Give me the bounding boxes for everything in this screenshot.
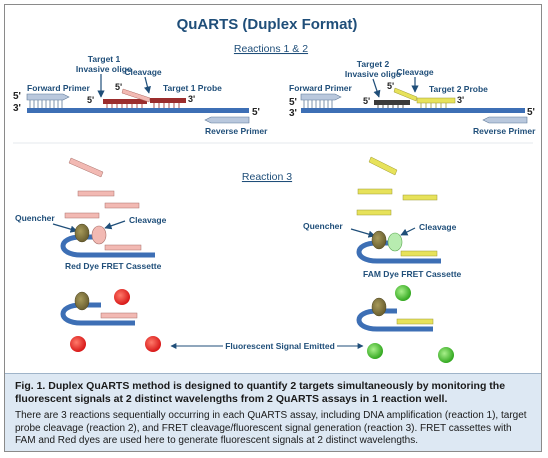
left-forward-primer-label: Forward Primer <box>27 83 91 93</box>
right-template-strand <box>301 108 525 113</box>
right-target-probe <box>416 97 456 104</box>
right-probe-five-prime: 5' <box>387 81 394 91</box>
caption-body: There are 3 reactions sequentially occur… <box>15 410 527 446</box>
left-template-strand <box>27 108 249 113</box>
right-cleaved-cassette <box>356 285 454 363</box>
right-reverse-primer-label: Reverse Primer <box>473 126 536 136</box>
figure-frame: QuARTS (Duplex Format) Reactions 1 & 2 5… <box>4 4 542 452</box>
right-fam-dye-quenched <box>387 232 403 252</box>
right-fret-cassette: Quencher Cleavage FAM Dye FRET Cassette <box>303 221 462 279</box>
right-target-label-1: Target 2 <box>357 59 390 69</box>
right-reverse-primer <box>482 116 528 124</box>
right-probe-flap <box>393 87 418 102</box>
right-five-prime-end: 5' <box>527 107 535 118</box>
right-cleaved-flaps <box>356 156 438 216</box>
right-quencher <box>371 230 387 250</box>
left-probe-three-prime: 3' <box>188 94 195 104</box>
left-primer-hashes <box>29 100 63 108</box>
right-quencher-after <box>371 297 387 317</box>
right-forward-primer-label: Forward Primer <box>289 83 353 93</box>
right-probe-three-prime: 3' <box>457 95 464 105</box>
left-cleaved-flaps <box>64 157 140 219</box>
left-cassette-cleavage-label: Cleavage <box>129 215 167 225</box>
left-quencher <box>74 223 90 243</box>
left-forward-primer <box>26 93 70 101</box>
right-invasive-five-prime: 5' <box>363 96 370 106</box>
figure-title: QuARTS (Duplex Format) <box>177 16 358 33</box>
right-invasive-oligo <box>374 100 410 105</box>
left-red-dye-free-2 <box>70 336 86 352</box>
left-fret-cassette: Quencher Cleavage Red Dye FRET Cassette <box>15 213 167 271</box>
left-five-prime-top: 5' <box>13 91 21 102</box>
right-five-prime-top: 5' <box>289 97 297 108</box>
left-target-probe <box>150 98 186 103</box>
right-target-label-2: Invasive oligo <box>345 69 401 79</box>
right-green-dye-free-3 <box>438 347 454 363</box>
left-red-dye-free-1 <box>114 289 130 305</box>
right-amplification: Forward Primer 5' 3' 5' Target 2 Invasiv… <box>289 59 536 136</box>
right-cleavage-label: Cleavage <box>396 67 434 77</box>
signal-label: Fluorescent Signal Emitted <box>225 341 335 351</box>
left-cassette-name: Red Dye FRET Cassette <box>65 261 162 271</box>
left-cleaved-cassette <box>60 289 161 352</box>
left-target-label-2: Invasive oligo <box>76 64 132 74</box>
reactions-1-2-label: Reactions 1 & 2 <box>234 43 308 55</box>
left-invasive-oligo <box>103 99 147 104</box>
left-reverse-primer-label: Reverse Primer <box>205 126 268 136</box>
left-invasive-five-prime: 5' <box>87 95 94 105</box>
right-cassette-name: FAM Dye FRET Cassette <box>363 269 462 279</box>
left-quencher-after <box>74 291 90 311</box>
right-green-dye-free-1 <box>395 285 411 301</box>
left-target-label-1: Target 1 <box>88 54 121 64</box>
caption-bold: Fig. 1. Duplex QuARTS method is designed… <box>15 380 506 405</box>
left-target-probe-label: Target 1 Probe <box>163 83 222 93</box>
figure-caption: Fig. 1. Duplex QuARTS method is designed… <box>5 373 541 451</box>
left-probe-flap <box>121 88 151 103</box>
left-five-prime-end: 5' <box>252 107 260 118</box>
left-amplification: 5' 3' Forward Primer 5' Target 1 Invasiv… <box>13 54 268 136</box>
reaction-3-label: Reaction 3 <box>242 171 292 183</box>
left-quencher-label: Quencher <box>15 213 55 223</box>
left-red-dye-quenched <box>91 225 107 245</box>
right-cassette-flap-bound <box>400 250 438 257</box>
right-target-probe-label: Target 2 Probe <box>429 84 488 94</box>
left-cleavage-label: Cleavage <box>124 67 162 77</box>
left-probe-five-prime: 5' <box>115 82 122 92</box>
left-cassette-flap-bound <box>104 244 142 251</box>
right-green-dye-free-2 <box>367 343 383 359</box>
left-three-prime-bottom: 3' <box>13 103 21 114</box>
right-three-prime-bottom: 3' <box>289 108 297 119</box>
left-red-dye-free-3 <box>145 336 161 352</box>
quarts-diagram: QuARTS (Duplex Format) Reactions 1 & 2 5… <box>13 16 536 363</box>
right-cassette-cleavage-label: Cleavage <box>419 222 457 232</box>
right-quencher-label: Quencher <box>303 221 343 231</box>
right-forward-primer <box>300 93 342 101</box>
left-reverse-primer <box>204 116 250 124</box>
